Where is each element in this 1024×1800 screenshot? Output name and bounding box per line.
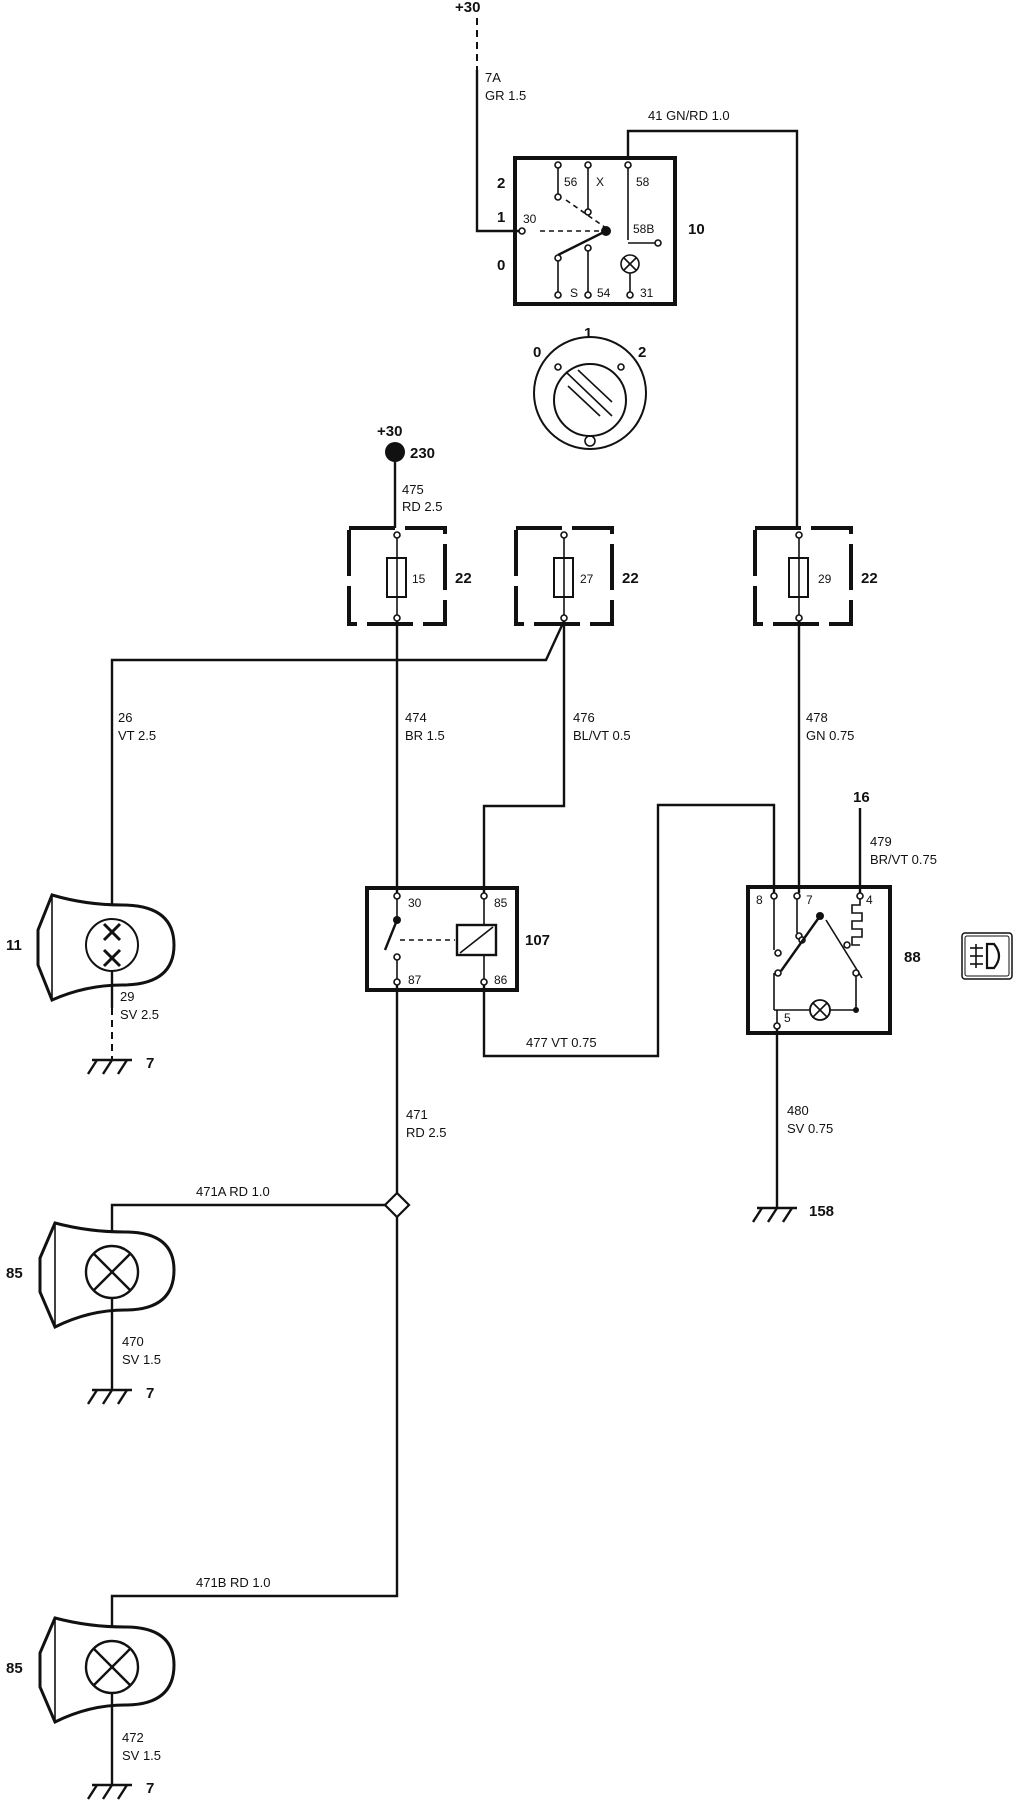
wire-471-number: 471 — [406, 1107, 428, 1122]
ground-symbol-7-bottom — [86, 1783, 132, 1800]
fog-light-icon — [961, 932, 1013, 980]
switch-knob — [533, 336, 647, 450]
switch-position-0: 0 — [497, 257, 505, 274]
wire-477-label: 477 VT 0.75 — [526, 1035, 597, 1050]
pin-54-label: 54 — [597, 286, 611, 300]
pin-58-label: 58 — [636, 175, 650, 189]
splice-junction — [383, 1191, 411, 1219]
wire-470-number: 470 — [122, 1334, 144, 1349]
pin-31-label: 31 — [640, 286, 654, 300]
wire-479-color: BR/VT 0.75 — [870, 852, 937, 867]
ground-7-label-top: 7 — [146, 1055, 154, 1072]
fuse-29-pin: 29 — [818, 572, 832, 586]
knob-label-0: 0 — [533, 344, 541, 361]
pin-30-label: 30 — [523, 212, 537, 226]
wire-470-color: SV 1.5 — [122, 1352, 161, 1367]
wire-475-color: RD 2.5 — [402, 499, 442, 514]
fog-switch-88-ref: 88 — [904, 949, 921, 966]
relay-107-internals — [383, 892, 498, 986]
wire-7a-color: GR 1.5 — [485, 88, 526, 103]
wire-26-color: VT 2.5 — [118, 728, 156, 743]
relay-pin-85: 85 — [494, 896, 508, 910]
wire-480-number: 480 — [787, 1103, 809, 1118]
supply-terminal-230 — [385, 442, 405, 462]
ground-158-label: 158 — [809, 1203, 834, 1220]
fog-switch-88-internals — [770, 892, 864, 1030]
pin-58b-label: 58B — [633, 222, 654, 236]
fuse-27-pin: 27 — [580, 572, 594, 586]
fog-pin-8: 8 — [756, 893, 763, 907]
wire-471-color: RD 2.5 — [406, 1125, 446, 1140]
pin-s-label: S — [570, 286, 578, 300]
fuse-15-pin: 15 — [412, 572, 426, 586]
ground-symbol-7-mid — [86, 1388, 132, 1405]
wire-472-number: 472 — [122, 1730, 144, 1745]
supply-mid-label: +30 — [377, 423, 402, 440]
fog-pin-7: 7 — [806, 893, 813, 907]
fuse-29-ref: 22 — [861, 570, 878, 587]
pin-56-label: 56 — [564, 175, 578, 189]
wire-29-color: SV 2.5 — [120, 1007, 159, 1022]
wire-472-color: SV 1.5 — [122, 1748, 161, 1763]
fog-pin-4: 4 — [866, 893, 873, 907]
ground-7-label-bottom: 7 — [146, 1780, 154, 1797]
wire-474-number: 474 — [405, 710, 427, 725]
relay-pin-30: 30 — [408, 896, 422, 910]
wire-476 — [482, 621, 566, 893]
relay-107-body — [365, 886, 519, 992]
wire-41-label: 41 GN/RD 1.0 — [648, 108, 730, 123]
supply-ref-230: 230 — [410, 445, 435, 462]
supply-top-label: +30 — [455, 0, 480, 16]
relay-pin-87: 87 — [408, 973, 422, 987]
wire-476-color: BL/VT 0.5 — [573, 728, 631, 743]
fuse-27 — [514, 526, 614, 626]
wire-471b-label: 471B RD 1.0 — [196, 1575, 270, 1590]
fuse-29 — [753, 526, 853, 626]
fuse-15-ref: 22 — [455, 570, 472, 587]
knob-label-2: 2 — [638, 344, 646, 361]
wire-26 — [110, 620, 566, 965]
fog-switch-88-body — [746, 885, 892, 1035]
relay-107-ref: 107 — [525, 932, 550, 949]
wire-479-number: 479 — [870, 834, 892, 849]
wire-478-number: 478 — [806, 710, 828, 725]
wire-475-number: 475 — [402, 482, 424, 497]
wire-476-number: 476 — [573, 710, 595, 725]
wire-41 — [626, 129, 799, 528]
fog-pin-5: 5 — [784, 1011, 791, 1025]
wire-478-color: GN 0.75 — [806, 728, 854, 743]
wire-26-number: 26 — [118, 710, 132, 725]
switch-10-internals — [518, 161, 662, 299]
fuse-15 — [347, 526, 447, 626]
relay-pin-86: 86 — [494, 973, 508, 987]
lamp-11-ref: 11 — [6, 937, 22, 954]
wire-471b — [110, 1217, 399, 1650]
lamp-11 — [36, 893, 176, 1002]
light-switch-10-body — [513, 156, 677, 306]
wire-477 — [482, 803, 776, 1058]
wire-29-number: 29 — [120, 989, 134, 1004]
ground-7-label-mid: 7 — [146, 1385, 154, 1402]
wire-7a — [475, 70, 522, 233]
fuse-27-ref: 22 — [622, 570, 639, 587]
lamp-85-lower — [38, 1616, 176, 1725]
wire-480-color: SV 0.75 — [787, 1121, 833, 1136]
pin-x-label: X — [596, 175, 604, 189]
switch-position-2: 2 — [497, 175, 505, 192]
light-switch-ref: 10 — [688, 221, 705, 238]
wire-7a-number: 7A — [485, 70, 501, 85]
switch-position-1: 1 — [497, 209, 505, 226]
lamp-85-lower-ref: 85 — [6, 1660, 23, 1677]
wire-474-color: BR 1.5 — [405, 728, 445, 743]
knob-label-1: 1 — [584, 325, 592, 342]
lamp-85-upper — [38, 1221, 176, 1330]
lamp-85-upper-ref: 85 — [6, 1265, 23, 1282]
ground-symbol-158 — [751, 1206, 797, 1223]
feed-16-label: 16 — [853, 789, 870, 806]
ground-symbol-7-top — [86, 1058, 132, 1075]
wire-471a-label: 471A RD 1.0 — [196, 1184, 270, 1199]
